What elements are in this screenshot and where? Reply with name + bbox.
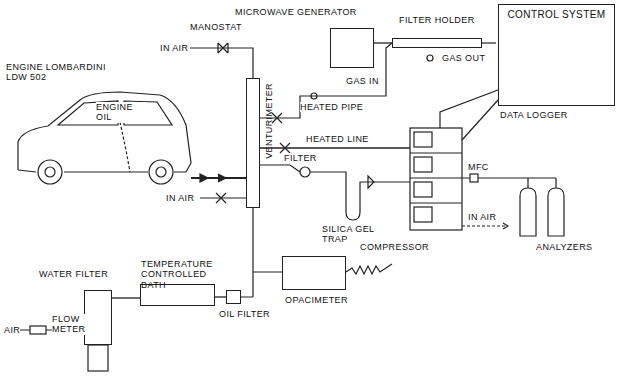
node-label: WATER FILTER (39, 269, 108, 279)
part-label: MFC (468, 162, 489, 172)
analyzer-stack (410, 128, 462, 230)
gas-cylinder (548, 188, 564, 236)
filter-holder: FILTER HOLDER (392, 38, 482, 48)
part-label: ENGINE LOMBARDINI LDW 502 (6, 62, 118, 83)
part-label: FILTER (284, 153, 317, 163)
part-label: ENGINE OIL (96, 102, 146, 123)
part-label: GAS IN (346, 76, 379, 86)
part-label: FLOW METER (52, 314, 88, 335)
node-label: VENTURIMETER (264, 83, 274, 159)
part-label: IN AIR (160, 43, 188, 53)
flow-meter (30, 326, 46, 334)
opacimeter-box: OPACIMETER (282, 256, 346, 290)
control-panel: CONTROL SYSTEM (498, 4, 615, 106)
car-wheel (149, 160, 173, 184)
part-label: IN AIR (468, 212, 496, 222)
part-label: MANOSTAT (190, 22, 242, 32)
heated-line (260, 147, 410, 149)
part-label: ANALYZERS (536, 242, 592, 252)
node-label: OPACIMETER (285, 295, 348, 305)
bath-box: TEMPERATURE CONTROLLED BATH (140, 284, 215, 306)
pipe-connector (374, 43, 392, 44)
filter-symbol (300, 167, 310, 177)
part-label: HEATED PIPE (300, 102, 363, 112)
car-outline (18, 92, 191, 172)
generator-box: MICROWAVE GENERATOR (330, 28, 374, 68)
part-label: COMPRESSOR (360, 242, 429, 252)
car-wheel (38, 160, 62, 184)
part-label: HEATED LINE (306, 134, 369, 144)
node-label: FILTER HOLDER (399, 15, 475, 25)
venturimeter: VENTURIMETER (246, 78, 260, 208)
oil-line (120, 122, 130, 172)
main-pipe (252, 208, 253, 297)
node-label: MICROWAVE GENERATOR (235, 7, 357, 17)
pipe-connector (215, 297, 226, 298)
part-label: AIR (4, 325, 20, 335)
node-label: OIL FILTER (219, 309, 270, 319)
car-window (58, 101, 172, 125)
water-filter: WATER FILTER (84, 290, 112, 345)
oil-filter: OIL FILTER (226, 290, 241, 304)
part-label: DATA LOGGER (500, 110, 568, 120)
pipe-connector (112, 298, 140, 299)
manostat-line (190, 48, 253, 78)
compressor-hose (346, 264, 392, 274)
gas-cylinder (520, 188, 536, 236)
node-label: TEMPERATURE CONTROLLED BATH (141, 259, 233, 290)
part-label: GAS OUT (442, 53, 485, 63)
node-label: CONTROL SYSTEM (499, 9, 614, 21)
part-label: IN AIR (166, 193, 194, 203)
